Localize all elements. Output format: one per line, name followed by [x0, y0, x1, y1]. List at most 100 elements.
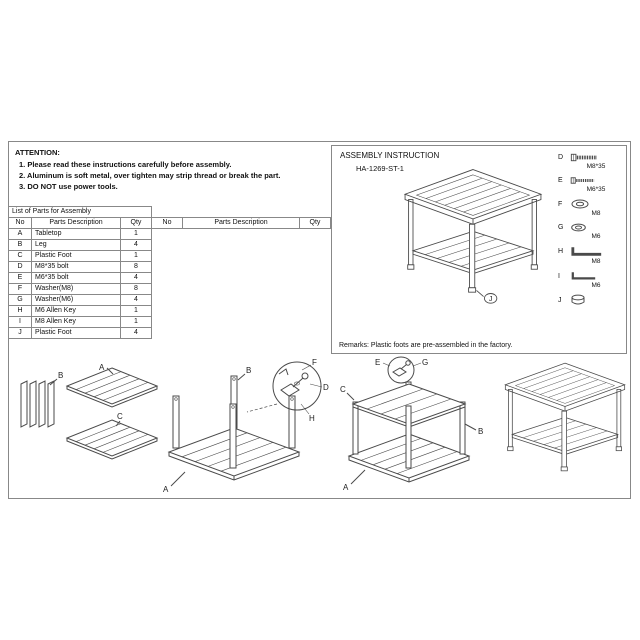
step1-diagram: B A F D H — [163, 358, 329, 494]
part-row: G Washer(M6) 4 — [8, 294, 331, 306]
header-desc: Parts Description — [31, 217, 121, 229]
allen-key-icon — [571, 272, 596, 280]
assembly-title: ASSEMBLY INSTRUCTION — [340, 151, 440, 160]
parts-table-header-row: No Parts Description Qty No Parts Descri… — [8, 217, 331, 229]
model-number: HA-1269-ST-1 — [356, 164, 404, 173]
part-qty: 8 — [120, 261, 152, 273]
hardware-no: G — [558, 224, 564, 231]
parts-table-title: List of Parts for Assembly — [8, 206, 152, 218]
part-desc: Washer(M6) — [31, 294, 121, 306]
part-no: C — [8, 250, 32, 262]
header-no: No — [8, 217, 32, 229]
hardware-size: M6*35 — [586, 186, 606, 193]
hardware-no: E — [558, 177, 563, 184]
part-desc: Leg — [31, 239, 121, 251]
hardware-size: M8*35 — [586, 163, 606, 170]
part-row: F Washer(M8) 8 — [8, 283, 331, 295]
attention-title: ATTENTION: — [15, 148, 60, 157]
part-no: A — [8, 228, 32, 240]
hardware-size — [570, 306, 622, 313]
hardware-item-d: D M8*35 — [558, 152, 622, 170]
tabletop-part-drawing — [65, 367, 159, 408]
assembled-table-drawing: J — [404, 169, 542, 304]
part-desc: M6*35 bolt — [31, 272, 121, 284]
hardware-no: D — [558, 154, 564, 161]
part-row: D M8*35 bolt 8 — [8, 261, 331, 273]
attention-block: ATTENTION: 1. Please read these instruct… — [15, 147, 325, 192]
attention-line-3: 3. DO NOT use power tools. — [19, 182, 118, 191]
hardware-size: M8 — [591, 258, 601, 265]
hardware-item-h: H M8 — [558, 245, 622, 265]
part-desc: Plastic Foot — [31, 327, 121, 339]
bolt-icon — [570, 177, 595, 184]
hardware-no: I — [558, 272, 560, 280]
tabletop-label: A — [343, 483, 349, 492]
hardware-item-i: I M6 — [558, 270, 622, 289]
part-desc: Plastic Foot — [31, 250, 121, 262]
header-qty-2: Qty — [299, 217, 331, 229]
header-no-2: No — [151, 217, 183, 229]
hardware-size: M8 — [591, 210, 601, 217]
part-qty: 1 — [120, 228, 152, 240]
part-row: B Leg 4 — [8, 239, 331, 251]
part-desc: Tabletop — [31, 228, 121, 240]
remarks-text: Remarks: Plastic foots are pre-assembled… — [339, 342, 513, 349]
part-qty: 4 — [120, 272, 152, 284]
part-qty: 1 — [120, 305, 152, 317]
hardware-item-g: G M6 — [558, 222, 622, 240]
hardware-legend: D M8*35 E M6*35 — [558, 152, 622, 318]
part-qty: 1 — [120, 250, 152, 262]
part-desc: Washer(M8) — [31, 283, 121, 295]
bolt-detail-callout: F D H — [246, 358, 329, 423]
parts-overview-diagram: B A — [20, 363, 159, 460]
part-row: E M6*35 bolt 4 — [8, 272, 331, 284]
assembly-instruction-box: ASSEMBLY INSTRUCTION HA-1269-ST-1 J D — [331, 145, 627, 354]
legs-label: B — [58, 371, 63, 380]
part-qty: 1 — [120, 316, 152, 328]
hardware-item-j: J — [558, 294, 622, 313]
bolt-callout-label: D — [323, 383, 329, 392]
part-row: I M8 Allen Key 1 — [8, 316, 331, 328]
part-no: E — [8, 272, 32, 284]
step2-diagram: C B A E G — [340, 356, 483, 492]
hardware-item-f: F M8 — [558, 198, 622, 217]
shelf-label: C — [340, 385, 346, 394]
part-no: J — [8, 327, 32, 339]
finished-table-diagram — [504, 362, 626, 472]
header-qty: Qty — [120, 217, 152, 229]
shelf-part-drawing — [65, 419, 159, 460]
parts-table-title-row: List of Parts for Assembly — [8, 206, 331, 218]
part-row: A Tabletop 1 — [8, 228, 331, 240]
part-no: F — [8, 283, 32, 295]
leg-label: B — [478, 427, 483, 436]
part-desc: M8 Allen Key — [31, 316, 121, 328]
hardware-item-e: E M6*35 — [558, 175, 622, 193]
hardware-no: J — [558, 296, 562, 304]
hardware-size: M6 — [591, 233, 601, 240]
tabletop-label: A — [163, 485, 169, 494]
part-qty: 4 — [120, 294, 152, 306]
part-no: D — [8, 261, 32, 273]
legs-up-drawing — [172, 375, 296, 469]
part-no: H — [8, 305, 32, 317]
part-row: C Plastic Foot 1 — [8, 250, 331, 262]
foot-callout-label: J — [489, 296, 493, 303]
attention-line-1: 1. Please read these instructions carefu… — [19, 160, 232, 169]
foot-callout: J — [476, 290, 498, 304]
bolt-callout-label: E — [375, 358, 380, 367]
washer-icon — [571, 223, 586, 232]
part-no: I — [8, 316, 32, 328]
allen-key-callout-label: H — [309, 414, 315, 423]
front-leg — [405, 405, 412, 469]
part-desc: M8*35 bolt — [31, 261, 121, 273]
washer-icon — [571, 199, 589, 209]
plastic-foot-icon — [571, 294, 585, 305]
instruction-sheet: ATTENTION: 1. Please read these instruct… — [8, 141, 631, 499]
bolt-icon — [570, 153, 597, 162]
hardware-no: F — [558, 200, 563, 208]
attention-line-2: 2. Aluminum is soft metal, over tighten … — [19, 171, 281, 180]
leg-label: B — [246, 366, 251, 375]
assembly-steps: B A — [9, 356, 630, 498]
allen-key-icon — [571, 247, 602, 256]
